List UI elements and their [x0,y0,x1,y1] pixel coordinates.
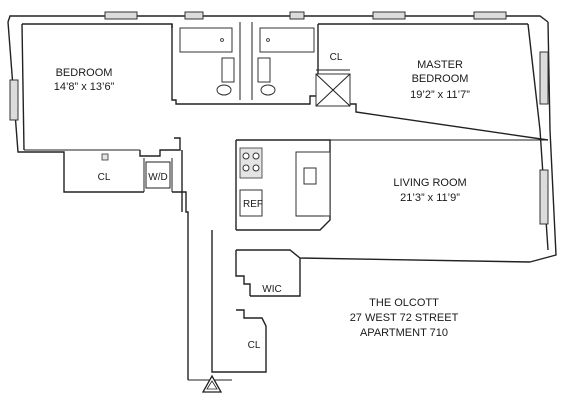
bedroom-dimensions: 14’8” x 13’6” [54,81,115,93]
living-room-label: LIVING ROOM [393,177,466,189]
living-room-dimensions: 21’3” x 11’9” [400,192,460,204]
master-bedroom-label-line2: BEDROOM [412,73,469,85]
apartment-number: APARTMENT 710 [360,327,448,339]
column-marker [101,153,109,161]
washer-dryer-label: W/D [148,172,167,183]
closet-master-label: CL [330,52,343,63]
building-address: 27 WEST 72 STREET [350,312,459,324]
closet-lower-label: CL [248,340,261,351]
bathroom-right [251,22,315,100]
kitchen [239,147,331,217]
triangle-entry-icon [201,374,223,393]
master-bedroom-label-line1: MASTER [417,59,463,71]
closet-bedroom-label: CL [98,172,111,183]
refrigerator-label: REF [243,199,263,210]
master-bedroom-dimensions: 19’2” x 11’7” [410,89,470,101]
walk-in-closet-label: WIC [262,284,281,295]
bathroom-left [179,22,241,100]
shower-stall [315,69,351,107]
washer-dryer-unit [145,161,171,189]
windows [9,11,549,225]
building-name: THE OLCOTT [369,297,439,309]
bedroom-label: BEDROOM [56,67,113,79]
